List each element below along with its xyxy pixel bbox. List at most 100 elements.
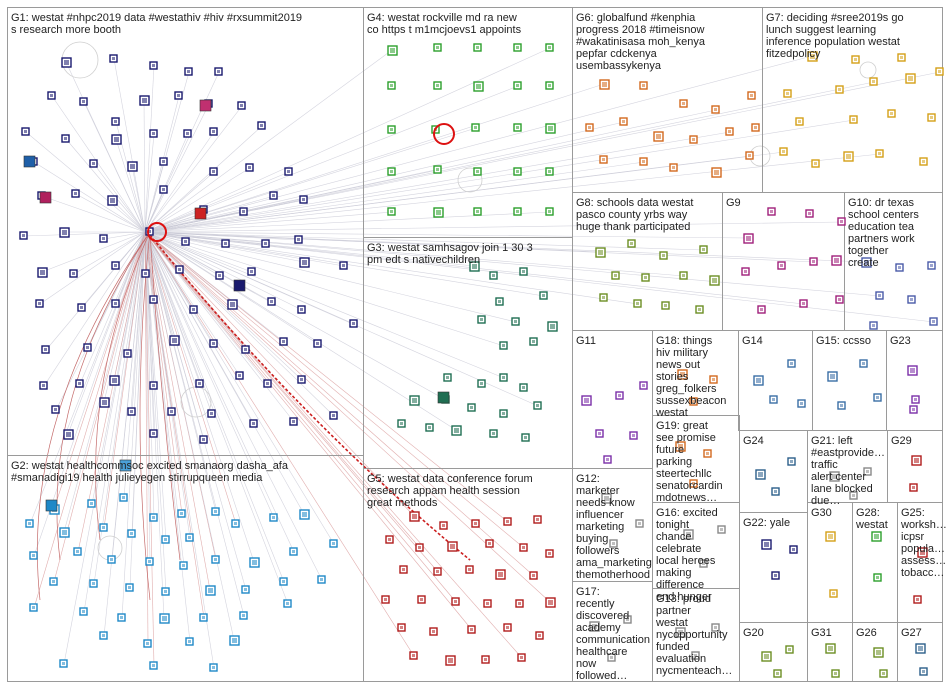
- node-fill: [130, 410, 133, 413]
- node-fill: [436, 210, 441, 215]
- node-fill: [550, 324, 555, 329]
- node-fill: [788, 648, 791, 651]
- node-fill: [102, 526, 105, 529]
- node-avatar[interactable]: [194, 207, 207, 220]
- node-fill: [480, 382, 483, 385]
- node-fill: [32, 606, 35, 609]
- node-fill: [186, 132, 189, 135]
- node-fill: [252, 560, 257, 565]
- node-fill: [834, 258, 839, 263]
- node-fill: [217, 70, 220, 73]
- edge: [144, 231, 815, 263]
- node-fill: [152, 384, 155, 387]
- node-fill: [52, 580, 55, 583]
- node-fill: [798, 120, 801, 123]
- node-fill: [152, 132, 155, 135]
- edge: [121, 231, 146, 619]
- node-fill: [920, 550, 925, 555]
- node-fill: [432, 630, 435, 633]
- node-fill: [148, 230, 151, 233]
- group-label-g26: G26: [856, 627, 877, 639]
- node-fill: [120, 616, 123, 619]
- node-fill: [164, 538, 167, 541]
- edge: [144, 171, 215, 233]
- node-fill: [244, 348, 247, 351]
- node-avatar[interactable]: [437, 391, 450, 404]
- node-fill: [62, 230, 67, 235]
- node-fill: [808, 212, 811, 215]
- node-fill: [248, 166, 251, 169]
- node-fill: [692, 138, 695, 141]
- node-fill: [758, 472, 763, 477]
- node-fill: [918, 646, 923, 651]
- edge: [144, 47, 551, 233]
- node-fill: [532, 574, 535, 577]
- node-fill: [212, 342, 215, 345]
- edge: [144, 231, 235, 641]
- node-fill: [420, 598, 423, 601]
- node-fill: [728, 130, 731, 133]
- group-box-g30: [807, 502, 853, 623]
- edge: [51, 95, 146, 233]
- node-fill: [774, 574, 777, 577]
- node-fill: [62, 530, 67, 535]
- node-avatar[interactable]: [39, 191, 52, 204]
- node-fill: [282, 340, 285, 343]
- node-avatar[interactable]: [23, 155, 36, 168]
- node-fill: [780, 264, 783, 267]
- node-avatar[interactable]: [199, 99, 212, 112]
- node-fill: [492, 432, 495, 435]
- node-avatar[interactable]: [233, 279, 246, 292]
- edge: [115, 138, 146, 233]
- edge: [144, 231, 439, 573]
- node-fill: [390, 84, 393, 87]
- node-fill: [266, 382, 269, 385]
- edge: [63, 231, 146, 533]
- node-fill: [932, 320, 935, 323]
- group-label-g14: G14: [742, 335, 763, 347]
- edge: [41, 195, 146, 233]
- edge: [77, 231, 146, 553]
- node-fill: [614, 274, 617, 277]
- node-avatar[interactable]: [119, 459, 132, 472]
- node-fill: [656, 134, 661, 139]
- node-fill: [218, 274, 221, 277]
- node-fill: [454, 428, 459, 433]
- node-fill: [476, 170, 479, 173]
- node-fill: [782, 150, 785, 153]
- node-fill: [212, 666, 215, 669]
- node-fill: [300, 378, 303, 381]
- node-fill: [230, 302, 235, 307]
- node-fill: [152, 298, 155, 301]
- edge: [144, 231, 539, 407]
- node-avatar[interactable]: [45, 499, 58, 512]
- node-fill: [922, 670, 925, 673]
- node-fill: [672, 166, 675, 169]
- edge: [144, 231, 295, 423]
- node-fill: [292, 550, 295, 553]
- node-fill: [390, 48, 395, 53]
- node-fill: [390, 210, 393, 213]
- node-fill: [252, 422, 255, 425]
- node-fill: [828, 646, 833, 651]
- node-fill: [182, 564, 185, 567]
- group-label-g2: G2: westat healthcommsoc excited smanaor…: [11, 460, 289, 484]
- node-fill: [744, 270, 747, 273]
- edge: [144, 171, 290, 233]
- node-fill: [54, 408, 57, 411]
- node-fill: [164, 590, 167, 593]
- node-fill: [130, 164, 135, 169]
- group-label-g24: G24: [743, 435, 764, 447]
- node-fill: [38, 302, 41, 305]
- node-fill: [712, 378, 715, 381]
- node-fill: [208, 588, 213, 593]
- edge: [103, 231, 146, 529]
- edge: [144, 231, 211, 591]
- node-fill: [692, 400, 695, 403]
- edge: [131, 165, 146, 233]
